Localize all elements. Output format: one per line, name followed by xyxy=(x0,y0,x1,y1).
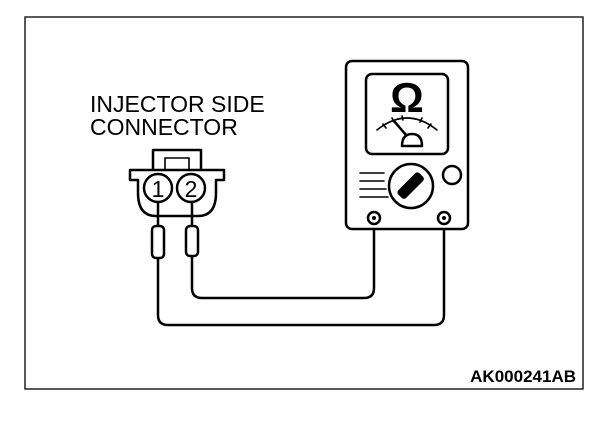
ohm-symbol-icon: Ω xyxy=(390,74,424,121)
ohmmeter: Ω xyxy=(344,59,470,231)
diagram-frame xyxy=(24,16,584,390)
wire-pin2-to-meter xyxy=(190,220,376,300)
zero-adjust-knob[interactable] xyxy=(441,164,463,186)
connector-lock-tab xyxy=(151,148,203,170)
probe-1 xyxy=(150,224,166,260)
test-lead-wires xyxy=(156,220,446,327)
wire-pin1-to-meter xyxy=(156,220,446,327)
probe-leads xyxy=(150,200,200,260)
pin-1-number: 1 xyxy=(152,176,165,202)
connector-label-line2: CONNECTOR xyxy=(90,114,238,140)
meter-display xyxy=(364,72,450,156)
meter-scale-arc xyxy=(376,117,438,131)
injector-connector: 1 2 xyxy=(128,148,226,218)
needle-pivot xyxy=(400,132,424,148)
connector-label-line1: INJECTOR SIDE xyxy=(90,91,265,117)
knob-pointer xyxy=(397,172,424,199)
figure-code: AK000241AB xyxy=(470,367,576,386)
probe-2 xyxy=(184,224,200,258)
pin-2-number: 2 xyxy=(185,176,198,202)
range-marks xyxy=(359,172,389,198)
